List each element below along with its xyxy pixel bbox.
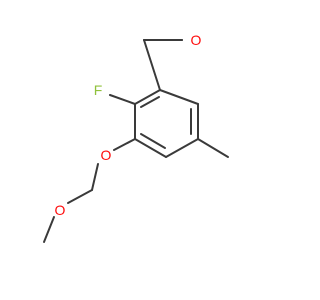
atom-label-f: F bbox=[94, 82, 103, 98]
bond-inner-c1-c2 bbox=[140, 96, 160, 108]
atom-label-o-ether: O bbox=[101, 147, 112, 163]
bond-c2-f bbox=[109, 94, 136, 105]
atom-label-o-methoxy: O bbox=[55, 202, 66, 218]
bond-c5-methyl bbox=[197, 138, 229, 158]
bond-inner-c3-c4 bbox=[140, 133, 166, 149]
bond-ch2-o bbox=[67, 189, 93, 204]
bond-c3-o bbox=[113, 138, 136, 151]
bond-o-ch3 bbox=[43, 216, 55, 243]
bond-o-ch2 bbox=[91, 163, 99, 191]
bond-c1-c2 bbox=[134, 89, 161, 105]
bond-c4-c5 bbox=[165, 138, 199, 158]
atom-labels: O F O O bbox=[55, 32, 202, 218]
atom-label-o-aldehyde: O bbox=[191, 32, 202, 48]
bond-c3-c4 bbox=[134, 138, 167, 158]
bond-cho-ring bbox=[143, 39, 161, 91]
bond-c6-c1 bbox=[159, 89, 199, 105]
molecule-structure: O F O O bbox=[43, 32, 229, 243]
bonds bbox=[43, 39, 229, 243]
